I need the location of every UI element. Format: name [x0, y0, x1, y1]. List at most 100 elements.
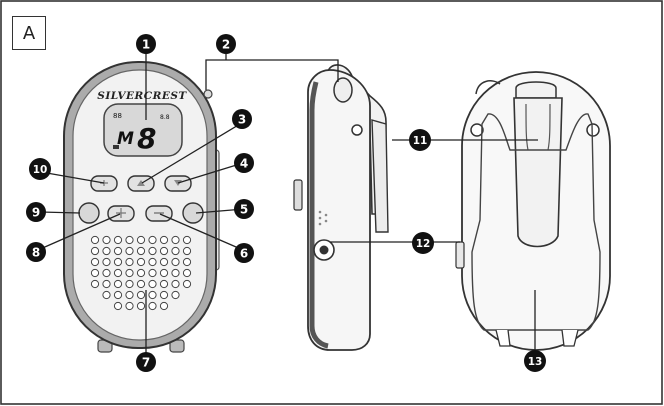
grille-hole: [102, 246, 111, 256]
grille-hole: [171, 268, 180, 278]
speaker-grille: [90, 235, 192, 311]
svg-text:4: 4: [240, 157, 248, 171]
callout-7: 7: [136, 352, 156, 372]
belt-clip: [513, 97, 563, 248]
svg-text:8: 8: [32, 246, 40, 260]
lcd-small-top: 88: [113, 112, 122, 120]
up-arrow-icon: [137, 180, 145, 186]
grille-hole: [159, 268, 169, 278]
grille-hole: [171, 290, 180, 300]
grille-hole: [182, 246, 192, 256]
callout-12: 12: [412, 232, 434, 254]
grille-hole: [90, 246, 100, 256]
svg-text:1: 1: [142, 38, 150, 52]
grille-hole: [148, 290, 157, 300]
callout-13: 13: [524, 350, 546, 372]
back-view: [455, 71, 611, 351]
side-view: [293, 64, 389, 351]
grille-hole: [148, 257, 157, 267]
grille-hole: [113, 301, 123, 311]
callout-3: 3: [232, 109, 252, 129]
grille-hole: [90, 268, 100, 278]
battery-cover: [471, 113, 601, 331]
grille-hole: [182, 257, 192, 267]
callout-4: 4: [234, 153, 254, 173]
grille-hole: [148, 301, 157, 311]
panel-letter: A: [12, 16, 46, 50]
front-view: SILVERCREST 88 8.8 M 8: [63, 61, 220, 353]
callout-1: 1: [136, 34, 156, 54]
grille-hole: [159, 235, 169, 245]
grille-hole: [148, 246, 157, 256]
grille-hole: [113, 246, 123, 256]
svg-text:9: 9: [32, 206, 40, 220]
callout-2: 2: [216, 34, 236, 54]
grille-hole: [171, 279, 180, 289]
plus-icon: [116, 208, 126, 218]
grille-hole: [125, 279, 134, 289]
svg-text:10: 10: [33, 164, 48, 176]
side-body: [307, 69, 371, 351]
callout-9: 9: [26, 202, 46, 222]
svg-text:3: 3: [238, 113, 246, 127]
grille-hole: [102, 235, 111, 245]
svg-text:7: 7: [142, 356, 150, 370]
grille-hole: [90, 235, 100, 245]
grille-hole: [102, 290, 111, 300]
grille-hole: [125, 246, 134, 256]
grille-hole: [136, 290, 146, 300]
grille-hole: [148, 268, 157, 278]
grille-hole: [113, 268, 123, 278]
grille-hole: [102, 257, 111, 267]
lcd-display: [103, 103, 183, 157]
grille-hole: [182, 279, 192, 289]
grille-hole: [136, 301, 146, 311]
lcd-channel-digit: 8: [137, 122, 156, 155]
grille-hole: [102, 279, 111, 289]
callout-8: 8: [26, 242, 46, 262]
svg-text:2: 2: [222, 38, 230, 52]
grille-hole: [171, 235, 180, 245]
svg-text:5: 5: [240, 203, 248, 217]
callout-10: 10: [29, 158, 51, 180]
grille-hole: [113, 257, 123, 267]
grille-hole: [159, 290, 169, 300]
callout-6: 6: [234, 243, 254, 263]
grille-hole: [125, 235, 134, 245]
grille-hole: [159, 257, 169, 267]
grille-hole: [125, 290, 134, 300]
grille-hole: [113, 235, 123, 245]
lcd-channel-prefix: M: [117, 129, 134, 149]
svg-text:6: 6: [240, 247, 248, 261]
grille-hole: [102, 268, 111, 278]
grille-hole: [171, 246, 180, 256]
grille-hole: [125, 257, 134, 267]
grille-hole: [159, 301, 169, 311]
grille-hole: [125, 268, 134, 278]
svg-text:12: 12: [416, 238, 431, 250]
grille-hole: [90, 257, 100, 267]
callout-5: 5: [234, 199, 254, 219]
grille-hole: [182, 268, 192, 278]
grille-hole: [125, 301, 134, 311]
grille-hole: [136, 257, 146, 267]
svg-text:11: 11: [413, 135, 428, 147]
lcd-small-right: 8.8: [160, 114, 170, 121]
grille-hole: [182, 235, 192, 245]
grille-hole: [113, 279, 123, 289]
talk-button[interactable]: [78, 202, 100, 224]
brand-label: SILVERCREST: [97, 90, 187, 102]
grille-hole: [171, 257, 180, 267]
grille-hole: [136, 235, 146, 245]
callout-11: 11: [409, 129, 431, 151]
grille-hole: [159, 279, 169, 289]
grille-hole: [159, 246, 169, 256]
grille-hole: [90, 279, 100, 289]
grille-hole: [113, 290, 123, 300]
grille-hole: [136, 246, 146, 256]
svg-text:13: 13: [528, 356, 543, 368]
grille-hole: [136, 279, 146, 289]
grille-hole: [136, 268, 146, 278]
